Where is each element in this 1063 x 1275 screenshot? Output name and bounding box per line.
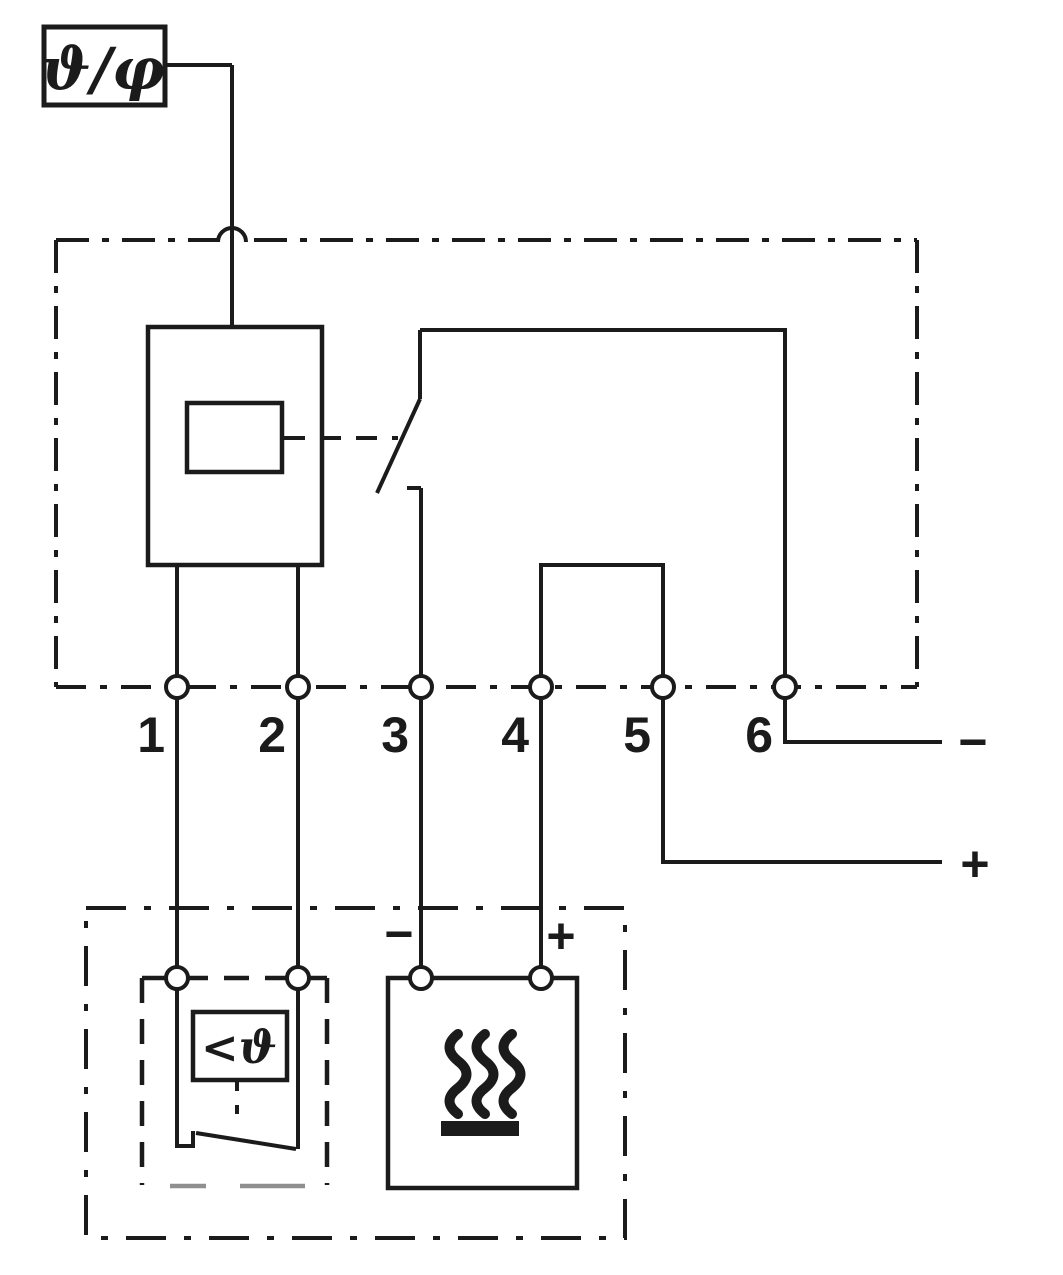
- accessory-enclosure-border: [84, 906, 627, 1240]
- thermostat-switch-blade: [195, 1131, 297, 1151]
- heat-wave-3: [498, 1029, 526, 1119]
- wire-terminal-5-to-plus: [661, 687, 942, 864]
- thermostat: [139, 975, 330, 1189]
- ink-layer: [41, 24, 942, 1240]
- heater-base-bar-icon: [441, 1121, 519, 1136]
- temperature-humidity-sensor: [41, 24, 234, 327]
- thermostat-right-terminal-circle: [285, 965, 311, 991]
- heating-element: [385, 975, 580, 1191]
- supply-minus-label: −: [958, 714, 987, 770]
- sensor-label: ϑ/φ: [42, 35, 165, 103]
- terminal-1-label: 1: [137, 707, 165, 763]
- terminal-circles: [164, 674, 798, 991]
- terminal-2-circle: [285, 674, 311, 700]
- terminal-5-label: 5: [623, 707, 651, 763]
- labels-layer: ϑ/φ <ϑ 1 2 3 4 5 6 − + − +: [42, 35, 990, 1074]
- thermostat-dashed-outline: [139, 975, 330, 1185]
- terminal-3-circle: [408, 674, 434, 700]
- thermostat-label-box: [190, 1009, 290, 1083]
- sensor-lead-wire: [165, 63, 234, 327]
- relay-switch-contact: [375, 330, 423, 687]
- relay-module: [145, 324, 398, 687]
- terminal-5-circle: [650, 674, 676, 700]
- terminal-4-label: 4: [501, 707, 529, 763]
- heater-plus-terminal-circle: [528, 965, 554, 991]
- supply-plus-label: +: [960, 836, 989, 892]
- thermostat-label: <ϑ: [201, 1021, 277, 1074]
- sensor-box: [41, 24, 168, 108]
- heat-wave-1: [444, 1029, 472, 1119]
- terminal-6-label: 6: [745, 707, 773, 763]
- heat-wave-2: [471, 1029, 499, 1119]
- wire-terminal-6-to-minus: [783, 687, 942, 744]
- wire-bridge-terminal-4-5: [539, 563, 665, 687]
- terminal-3-label: 3: [381, 707, 409, 763]
- heater-minus-terminal-circle: [408, 965, 434, 991]
- relay-body: [145, 324, 325, 568]
- thermostat-left-terminal-circle: [164, 965, 190, 991]
- heat-waves-icon: [444, 1029, 526, 1119]
- heater-body: [385, 975, 580, 1191]
- supply-wires: [661, 687, 942, 864]
- wire-switch-to-terminal-6: [420, 328, 787, 687]
- terminal-4-circle: [528, 674, 554, 700]
- terminal-6-circle: [772, 674, 798, 700]
- heater-plus-label: +: [546, 908, 575, 964]
- heater-minus-label: −: [384, 906, 413, 962]
- relay-coil: [184, 400, 285, 475]
- control-unit-enclosure-border: [54, 238, 919, 687]
- thermostat-left-lead: [175, 978, 195, 1148]
- terminal-2-label: 2: [258, 707, 286, 763]
- terminal-1-circle: [164, 674, 190, 700]
- switch-blade: [375, 398, 422, 494]
- accessory-wires: [175, 687, 543, 978]
